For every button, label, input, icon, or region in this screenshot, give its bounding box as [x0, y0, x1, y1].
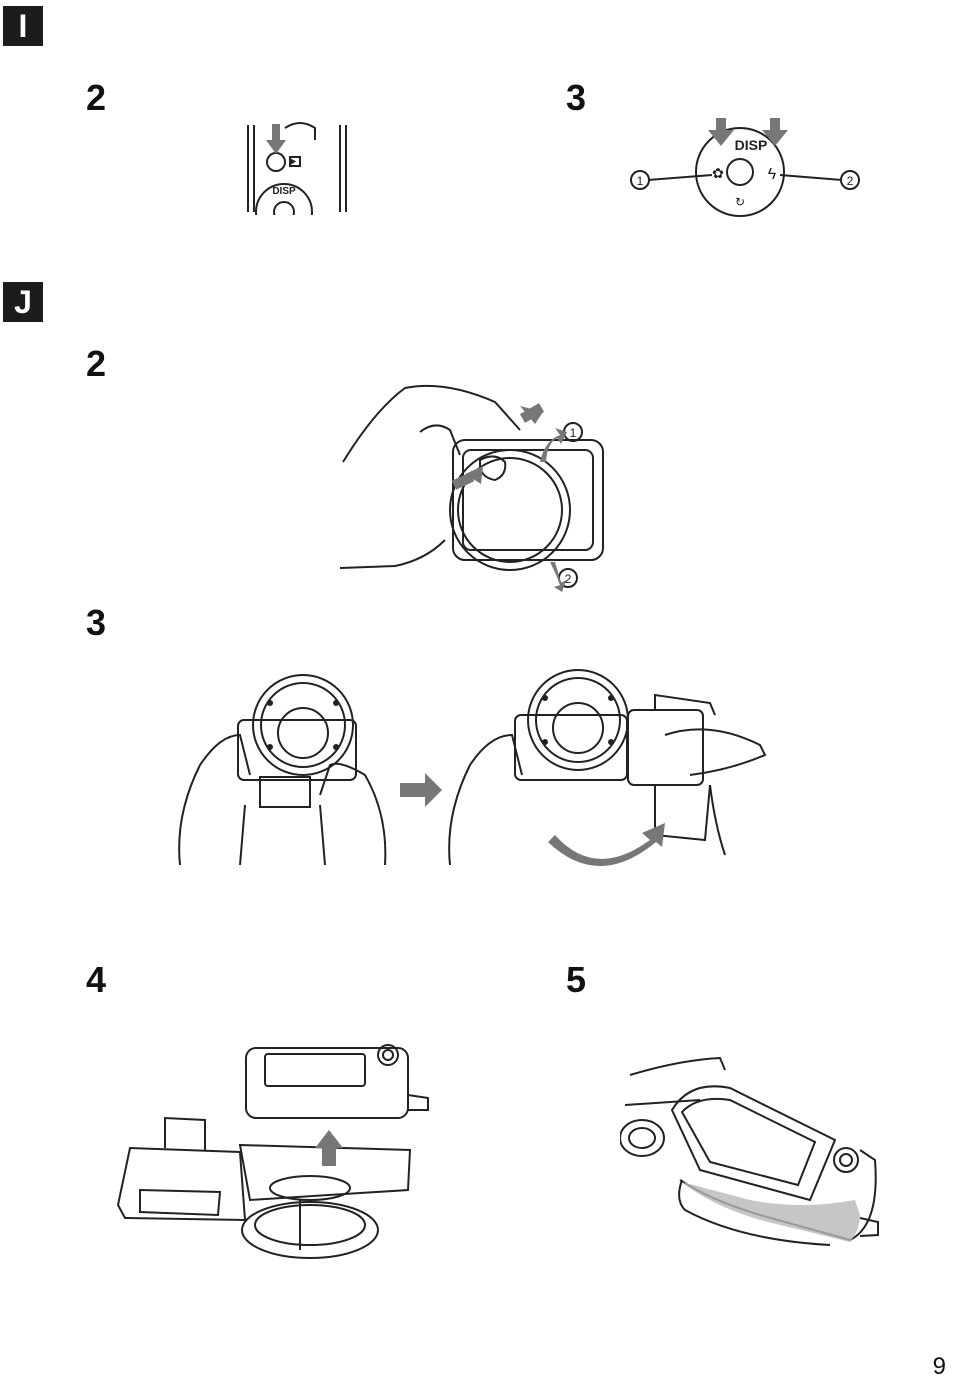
page-number: 9 — [932, 1353, 946, 1380]
step-j-4-number: 4 — [86, 959, 107, 1000]
section-marker-j: J — [3, 282, 43, 322]
step-j-5-number: 5 — [566, 959, 587, 1000]
camera-button-illustration: DISP — [247, 122, 347, 215]
callout-1-label-j2: 1 — [570, 426, 577, 440]
disp-label: DISP — [735, 137, 768, 153]
step-j-3-number: 3 — [86, 602, 107, 643]
step-i-2-number: 2 — [86, 77, 107, 118]
callout-2-label-j2: 2 — [565, 572, 572, 586]
callout-2-label: 2 — [847, 174, 854, 188]
flash-icon: ϟ — [768, 166, 777, 183]
camera-insertion-illustration — [116, 1044, 429, 1259]
disp-label-small: DISP — [272, 186, 296, 197]
case-closing-illustration — [620, 1056, 879, 1246]
section-marker-i: I — [3, 6, 43, 46]
self-timer-icon: ↻ — [735, 195, 745, 209]
step-i-3-number: 3 — [566, 77, 587, 118]
control-wheel-illustration: 1 2 DISP ✿ ϟ ↻ — [630, 118, 860, 217]
macro-icon: ✿ — [712, 165, 724, 181]
callout-1-label: 1 — [637, 174, 644, 188]
lens-ring-removal-illustration: 1 2 — [339, 384, 604, 592]
step-j-2-number: 2 — [86, 343, 107, 384]
case-opening-illustration — [178, 669, 767, 866]
